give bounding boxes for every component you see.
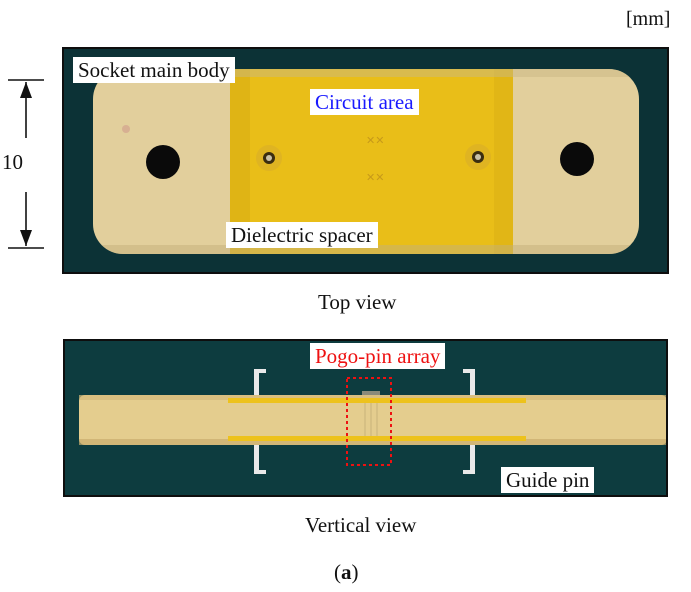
svg-text:✕✕: ✕✕ (366, 171, 384, 184)
label-guide-pin: Guide pin (501, 467, 595, 493)
label-dielectric-spacer: Dielectric spacer (226, 222, 378, 248)
mount-hole-right (560, 142, 594, 176)
figure-letter: a (341, 560, 352, 584)
label-pogo-pin-array: Pogo-pin array (310, 343, 446, 369)
socket-side-image (79, 369, 666, 474)
dielectric-stripe-top (228, 398, 526, 403)
dimension-value: 10 (2, 150, 23, 174)
dimension-arrow (8, 79, 44, 249)
dielectric-stripe-bottom (228, 436, 526, 441)
label-circuit-area: Circuit area (310, 89, 419, 115)
caption-top-view: Top view (318, 290, 397, 314)
mount-hole-left (146, 145, 180, 179)
svg-text:✕✕: ✕✕ (366, 134, 384, 147)
label-socket-main-body: Socket main body (73, 57, 235, 83)
pogo-pin-array-highlight (346, 377, 392, 466)
socket-side-body (79, 395, 666, 445)
unit-label: [mm] (626, 8, 671, 30)
figure-label: (a) (334, 560, 359, 584)
caption-vertical-view: Vertical view (305, 513, 417, 537)
